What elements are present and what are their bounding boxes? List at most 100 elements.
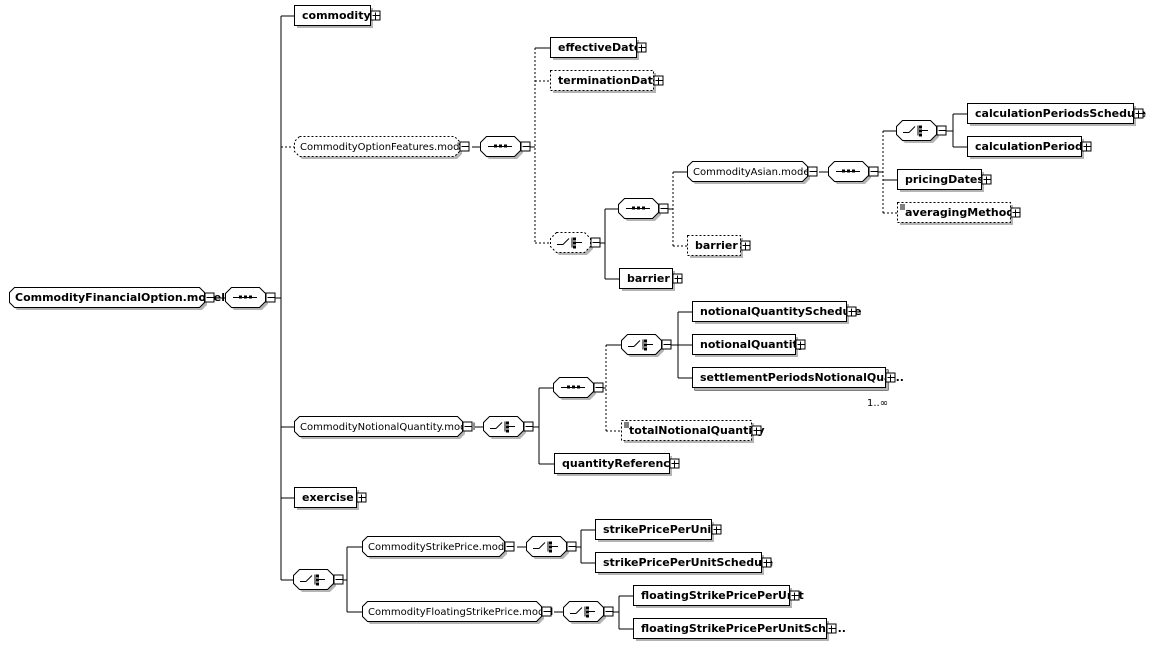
option-features-sequence[interactable] <box>480 136 524 160</box>
strike-price-choice[interactable] <box>526 536 570 560</box>
root-sequence[interactable] <box>225 287 269 311</box>
barrier-optional-element[interactable]: barrier <box>687 235 744 259</box>
choice-icon <box>300 574 325 586</box>
calculation-periods-choice[interactable] <box>896 120 940 144</box>
asian-barrier-sequence[interactable] <box>618 198 662 222</box>
notional-quantity-element-label: notionalQuantity <box>700 338 805 351</box>
expand-icon[interactable] <box>669 458 680 469</box>
commodity-asian-model[interactable]: CommodityAsian.model <box>687 161 813 185</box>
collapse-icon[interactable] <box>523 421 534 432</box>
expand-icon[interactable] <box>981 174 992 185</box>
settlement-periods-notional-quantity-element-label: settlementPeriodsNotionalQua... <box>700 371 904 384</box>
option-features-choice[interactable] <box>550 232 594 256</box>
collapse-icon[interactable] <box>868 166 879 177</box>
quantity-reference-element-label: quantityReference <box>562 457 677 470</box>
collapse-icon[interactable] <box>661 339 672 350</box>
collapse-icon[interactable] <box>541 606 552 617</box>
barrier-element[interactable]: barrier <box>619 268 676 292</box>
collapse-icon[interactable] <box>459 141 470 152</box>
strike-price-per-unit-schedule-element[interactable]: strikePricePerUnitSchedule <box>595 552 774 576</box>
strike-price-per-unit-element-label: strikePricePerUnit <box>603 523 716 536</box>
floating-strike-price-per-unit-element[interactable]: floatingStrikePricePerUnit <box>633 585 804 609</box>
collapse-icon[interactable] <box>333 574 344 585</box>
expand-icon[interactable] <box>1010 207 1021 218</box>
sequence-icon <box>233 295 257 299</box>
collapse-icon[interactable] <box>265 292 276 303</box>
averaging-method-element-label: averagingMethod <box>905 206 1014 219</box>
expand-icon[interactable] <box>751 425 762 436</box>
floating-strike-price-per-unit-element-label: floatingStrikePricePerUnit <box>641 589 804 602</box>
notional-inner-choice[interactable] <box>621 334 665 358</box>
collapse-icon[interactable] <box>204 292 215 303</box>
averaging-method-element[interactable]: averagingMethod <box>897 202 1015 226</box>
strike-price-per-unit-element[interactable]: strikePricePerUnit <box>595 519 717 543</box>
choice-icon <box>903 125 928 137</box>
collapse-icon[interactable] <box>504 541 515 552</box>
expand-icon[interactable] <box>740 240 751 251</box>
notional-quantity-element[interactable]: notionalQuantity <box>692 334 805 358</box>
floating-strike-price-per-unit-schedule-element-label: floatingStrikePricePerUnitSche... <box>641 622 846 635</box>
expand-icon[interactable] <box>672 273 683 284</box>
barrier-element-label: barrier <box>627 272 670 285</box>
strike-choice[interactable] <box>293 569 337 593</box>
settlement-periods-notional-quantity-element[interactable]: settlementPeriodsNotionalQua... <box>692 367 904 391</box>
calculation-periods-element[interactable]: calculationPeriods <box>967 136 1090 160</box>
floating-strike-choice[interactable] <box>563 601 607 625</box>
commodity-option-features-model[interactable]: CommodityOptionFeatures.model <box>294 136 469 160</box>
total-notional-quantity-element-label: totalNotionalQuantity <box>629 424 765 437</box>
barrier-optional-element-label: barrier <box>695 239 738 252</box>
commodity-element[interactable]: commodity <box>294 5 374 29</box>
commodity-floating-strike-price-model[interactable]: CommodityFloatingStrikePrice.model <box>362 601 554 625</box>
expand-icon[interactable] <box>653 75 664 86</box>
sequence-icon <box>561 385 585 389</box>
expand-icon[interactable] <box>885 372 896 383</box>
total-notional-quantity-element[interactable]: totalNotionalQuantity <box>621 420 765 444</box>
collapse-icon[interactable] <box>936 125 947 136</box>
choice-icon <box>628 339 653 351</box>
notional-quantity-sequence[interactable] <box>553 377 597 401</box>
notional-quantity-choice[interactable] <box>483 416 527 440</box>
root-model[interactable]: CommodityFinancialOption.model <box>9 287 225 311</box>
calculation-periods-schedule-element[interactable]: calculationPeriodsSchedule <box>967 103 1147 127</box>
choice-icon <box>557 237 582 249</box>
floating-strike-price-per-unit-schedule-element[interactable]: floatingStrikePricePerUnitSche... <box>633 618 846 642</box>
commodity-strike-price-model-label: CommodityStrikePrice.model <box>368 542 513 553</box>
expand-icon[interactable] <box>846 306 857 317</box>
expand-icon[interactable] <box>795 339 806 350</box>
expand-icon[interactable] <box>761 557 772 568</box>
collapse-icon[interactable] <box>658 203 669 214</box>
sequence-icon <box>626 206 650 210</box>
collapse-icon[interactable] <box>807 166 818 177</box>
quantity-reference-element[interactable]: quantityReference <box>554 453 678 477</box>
collapse-icon[interactable] <box>590 237 601 248</box>
asian-sequence[interactable] <box>828 161 872 185</box>
termination-date-element[interactable]: terminationDate <box>550 70 661 94</box>
expand-icon[interactable] <box>826 623 837 634</box>
expand-icon[interactable] <box>370 10 381 21</box>
expand-icon[interactable] <box>356 492 367 503</box>
sequence-icon <box>836 169 860 173</box>
collapse-icon[interactable] <box>603 606 614 617</box>
exercise-element[interactable]: exercise <box>294 487 360 511</box>
collapse-icon[interactable] <box>520 141 531 152</box>
expand-icon[interactable] <box>1081 141 1092 152</box>
pricing-dates-element-label: pricingDates <box>905 173 984 186</box>
effective-date-element[interactable]: effectiveDate <box>550 37 642 61</box>
commodity-notional-quantity-model-label: CommodityNotionalQuantity.model <box>300 422 475 433</box>
pricing-dates-element[interactable]: pricingDates <box>897 169 985 193</box>
expand-icon[interactable] <box>789 590 800 601</box>
collapse-icon[interactable] <box>462 421 473 432</box>
commodity-notional-quantity-model[interactable]: CommodityNotionalQuantity.model <box>294 416 476 440</box>
expand-icon[interactable] <box>711 524 722 535</box>
collapse-icon[interactable] <box>566 541 577 552</box>
attribute-lines-icon <box>624 422 629 428</box>
expand-icon[interactable] <box>1133 108 1144 119</box>
collapse-icon[interactable] <box>593 382 604 393</box>
expand-icon[interactable] <box>636 42 647 53</box>
exercise-element-label: exercise <box>302 491 354 504</box>
sequence-icon <box>488 144 512 148</box>
commodity-strike-price-model[interactable]: CommodityStrikePrice.model <box>362 536 514 560</box>
notional-quantity-schedule-element-label: notionalQuantitySchedule <box>700 305 862 318</box>
strike-price-per-unit-schedule-element-label: strikePricePerUnitSchedule <box>603 556 773 569</box>
notional-quantity-schedule-element[interactable]: notionalQuantitySchedule <box>692 301 862 325</box>
